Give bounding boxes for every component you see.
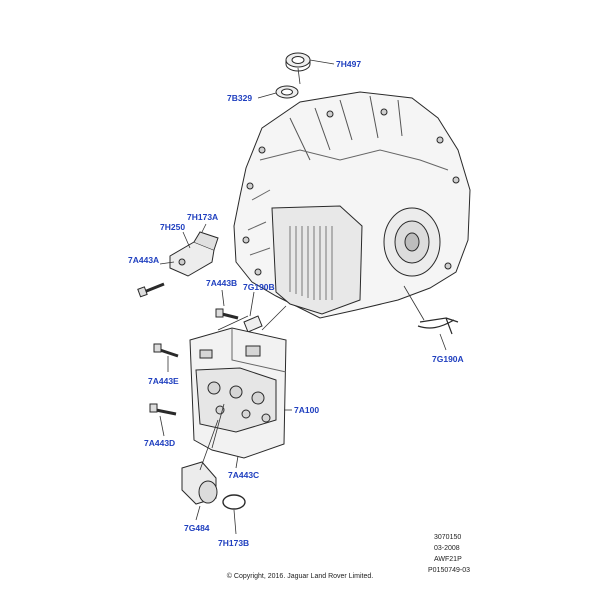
callout-7A443D: 7A443D	[144, 438, 176, 448]
bolt-7A443E	[153, 343, 179, 358]
seal-ring	[275, 85, 299, 99]
callout-7G484: 7G484	[184, 523, 210, 533]
leader-lines	[159, 59, 447, 535]
ref-date: 03-2008	[434, 545, 460, 552]
callout-7G190B: 7G190B	[243, 282, 275, 292]
bolt-7A443A	[137, 282, 165, 298]
sensor-bracket	[169, 231, 219, 277]
callout-7A443C: 7A443C	[228, 470, 260, 480]
copyright-notice: © Copyright, 2016. Jaguar Land Rover Lim…	[226, 573, 374, 580]
ref-number: P0150749-03	[428, 567, 471, 574]
callout-7A443E: 7A443E	[148, 376, 179, 386]
callout-7H173A: 7H173A	[187, 212, 219, 222]
callout-7H250: 7H250	[160, 222, 186, 232]
callout-7A100: 7A100	[294, 405, 320, 415]
oil-seal	[285, 52, 311, 72]
bolt-7A443D	[149, 403, 177, 416]
ref-model: AWF21P	[434, 556, 462, 563]
callout-7H497: 7H497	[336, 59, 362, 69]
clip-7G190B	[243, 315, 263, 333]
callout-7B329: 7B329	[227, 93, 253, 103]
transmission-assembly	[233, 91, 471, 319]
callout-7A443B: 7A443B	[206, 278, 238, 288]
solenoid	[181, 461, 218, 505]
callout-7G190A: 7G190A	[432, 354, 464, 364]
valve-body-assembly	[189, 327, 287, 459]
o-ring	[222, 494, 246, 510]
ref-code: 3070150	[434, 534, 462, 541]
bolt-7A443B	[215, 308, 239, 320]
callout-7H173B: 7H173B	[218, 538, 250, 548]
callout-7A443A: 7A443A	[128, 255, 160, 265]
retaining-clip	[417, 317, 459, 335]
